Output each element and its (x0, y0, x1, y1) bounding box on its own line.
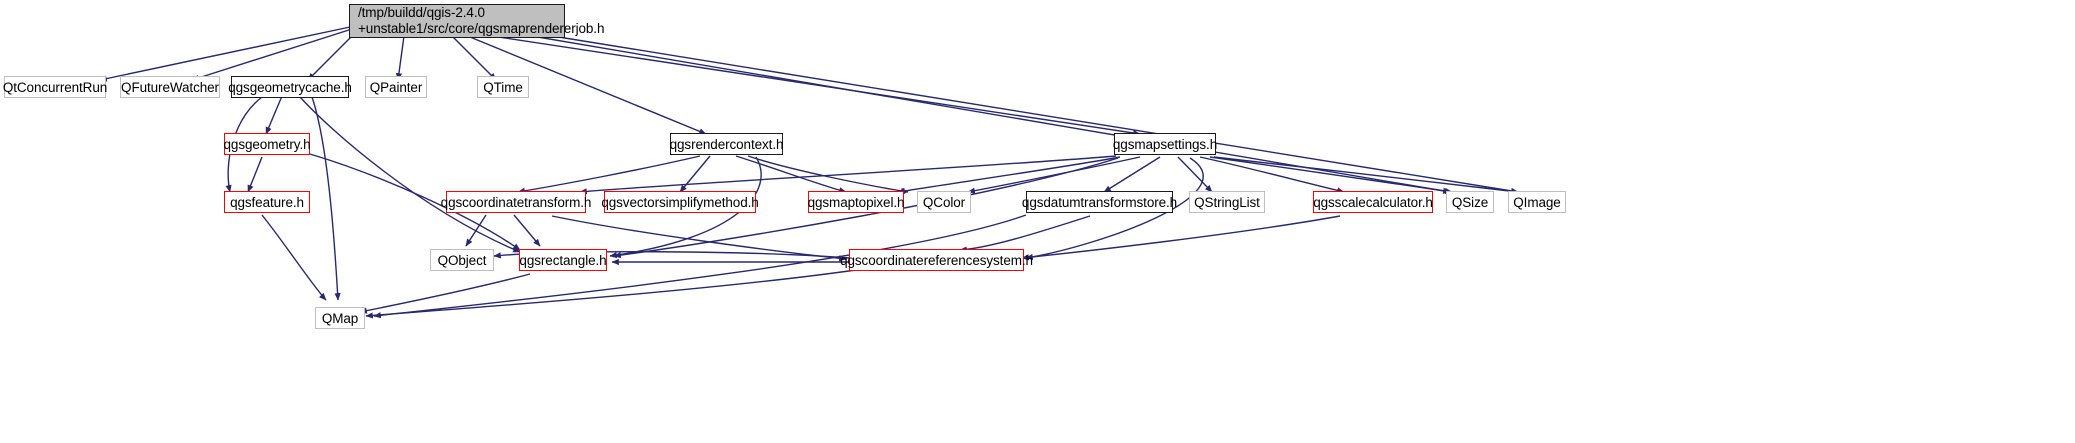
node-label: qgsgeometrycache.h (228, 79, 352, 95)
node-label: QImage (1513, 194, 1561, 210)
node-label: QPainter (369, 79, 423, 95)
node-label: qgsmaptopixel.h (807, 194, 905, 210)
node-label: QFutureWatcher (121, 79, 219, 95)
root-label-line2: +unstable1/src/core/qgsmaprendererjob.h (358, 21, 605, 36)
node-qtime[interactable]: QTime (477, 76, 529, 98)
node-qgsrendercontext[interactable]: qgsrendercontext.h (670, 133, 783, 155)
root-label-line1: /tmp/buildd/qgis-2.4.0 (358, 5, 485, 20)
node-qgsmapsettings[interactable]: qgsmapsettings.h (1112, 133, 1218, 155)
node-qgsdatumtransformstore[interactable]: qgsdatumtransformstore.h (1022, 191, 1177, 213)
node-label: qgsvectorsimplifymethod.h (601, 194, 759, 210)
node-label: qgsscalecalculator.h (1313, 194, 1433, 210)
node-qfuturewatcher[interactable]: QFutureWatcher (120, 76, 220, 98)
node-qgsscalecalculator[interactable]: qgsscalecalculator.h (1313, 191, 1433, 213)
node-qcolor[interactable]: QColor (917, 191, 971, 213)
node-qgsfeature[interactable]: qgsfeature.h (224, 191, 310, 213)
node-qtconcurrentrun[interactable]: QtConcurrentRun (2, 76, 108, 98)
node-qgscoordinatetransform[interactable]: qgscoordinatetransform.h (441, 191, 591, 213)
node-qstringlist[interactable]: QStringList (1189, 191, 1265, 213)
node-root-qgsmaprendererjob[interactable]: /tmp/buildd/qgis-2.4.0 +unstable1/src/co… (349, 4, 604, 38)
node-qgsrectangle[interactable]: qgsrectangle.h (519, 249, 607, 271)
node-qsize[interactable]: QSize (1446, 191, 1494, 213)
node-label: qgsmapsettings.h (1112, 136, 1218, 152)
node-label: qgsgeometry.h (223, 136, 311, 152)
node-label: QMap (321, 310, 359, 326)
node-qgsgeometrycache[interactable]: qgsgeometrycache.h (228, 76, 352, 98)
node-label: QSize (1451, 194, 1489, 210)
node-label: QObject (437, 252, 487, 268)
node-qgsgeometry[interactable]: qgsgeometry.h (223, 133, 311, 155)
node-label: qgsfeature.h (230, 194, 304, 210)
node-label: QTime (483, 79, 523, 95)
node-label: QColor (922, 194, 966, 210)
node-label: QtConcurrentRun (2, 79, 108, 95)
node-label: qgsdatumtransformstore.h (1021, 194, 1178, 210)
node-label: QStringList (1194, 194, 1260, 210)
node-qgsmaptopixel[interactable]: qgsmaptopixel.h (807, 191, 905, 213)
node-qpainter[interactable]: QPainter (365, 76, 427, 98)
node-qmap[interactable]: QMap (315, 307, 365, 329)
node-label: qgscoordinatetransform.h (440, 194, 592, 210)
node-qgsvectorsimplifymethod[interactable]: qgsvectorsimplifymethod.h (601, 191, 759, 213)
node-label: qgsrendercontext.h (669, 136, 784, 152)
node-qimage[interactable]: QImage (1508, 191, 1566, 213)
node-label: qgsrectangle.h (519, 252, 607, 268)
node-qgscoordinatereferencesystem[interactable]: qgscoordinatereferencesystem.h (840, 249, 1033, 271)
node-qobject[interactable]: QObject (430, 249, 494, 271)
node-label: qgscoordinatereferencesystem.h (840, 252, 1033, 268)
